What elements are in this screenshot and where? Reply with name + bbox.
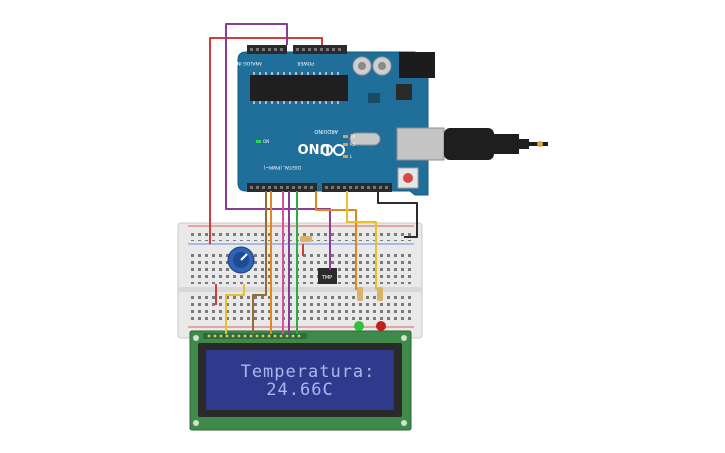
usb-cable: [444, 128, 548, 160]
potentiometer: [227, 246, 255, 274]
red-led: [376, 321, 386, 331]
power-jack: [399, 52, 435, 78]
analog-in-label: ANALOG IN: [237, 60, 262, 66]
wire-yellow-contrast: [225, 284, 245, 334]
wire-purple-a0: [225, 23, 331, 270]
sensor-label: TMP: [321, 275, 332, 281]
wire-brown-lcd: [252, 191, 267, 334]
crystal: [349, 132, 381, 146]
analog-header: [247, 45, 287, 54]
lcd-line-1: Temperatura:: [241, 362, 376, 382]
usb-port: [396, 127, 445, 161]
atmega-chip: [250, 75, 348, 101]
rx-led: [343, 143, 348, 146]
green-led: [354, 321, 364, 331]
digital-label: DIGITAL (PWM~): [263, 164, 301, 170]
wire-black-gnd: [377, 191, 418, 238]
temperature-sensor: TMP: [318, 268, 337, 284]
lcd-screen: [206, 350, 394, 410]
voltage-regulator: [396, 84, 412, 100]
wires: [209, 23, 418, 334]
lcd-line-2: 24.66C: [266, 380, 333, 400]
uno-label: UNO: [298, 140, 331, 155]
lcd-module: Temperatura: 24.66C: [189, 330, 412, 431]
tx-label: TX: [349, 134, 355, 139]
l-label: L: [350, 154, 353, 159]
l-led: [343, 155, 348, 158]
reset-button-cap: [403, 173, 413, 183]
breadboard: [177, 222, 423, 339]
wire-orange-led: [315, 191, 357, 290]
infinity-logo-icon: [321, 144, 345, 156]
resistor-3: [377, 287, 383, 301]
wire-red-5v: [209, 37, 323, 244]
resistor-1: [300, 236, 312, 242]
arduino-uno-board: ANALOG IN POWER DIGITAL (PWM~): [237, 45, 445, 196]
wire-yellow-led: [346, 191, 377, 290]
on-led: [256, 140, 261, 143]
arduino-brand: ARDUINO: [314, 128, 338, 134]
on-label: ON: [263, 139, 269, 144]
resistor-2: [357, 287, 363, 301]
power-label: POWER: [297, 60, 314, 66]
tx-led: [343, 135, 348, 138]
rx-label: RX: [350, 142, 356, 147]
